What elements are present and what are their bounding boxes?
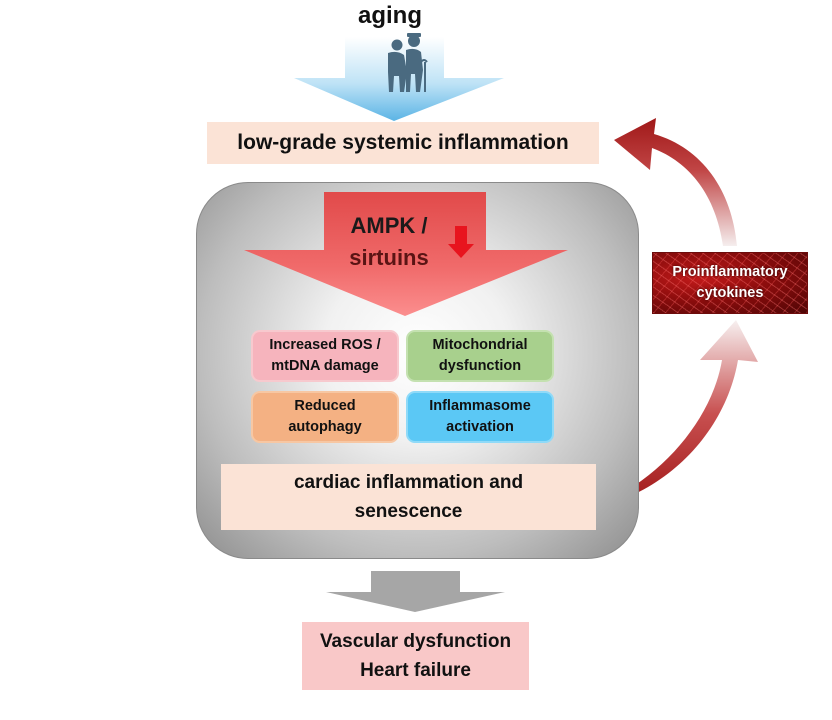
tile-ros-mtdna: Increased ROS / mtDNA damage — [251, 330, 399, 382]
tile-auto-line1: Reduced — [294, 398, 356, 414]
tile-inflammasome: Inflammasome activation — [406, 391, 554, 443]
outcome-box: Vascular dysfunction Heart failure — [302, 622, 529, 690]
cardiac-inflammation-box: cardiac inflammation and senescence — [221, 464, 596, 530]
tile-infl-line2: activation — [446, 419, 514, 435]
tile-ros-line1: Increased ROS / — [269, 337, 381, 353]
ampk-line2: sirtuins — [349, 245, 429, 270]
cardiac-line1: cardiac inflammation and — [293, 472, 524, 493]
tile-mito-line1: Mitochondrial — [432, 337, 528, 353]
tile-autophagy: Reduced autophagy — [251, 391, 399, 443]
ampk-sirtuins-label: AMPK / sirtuins — [325, 210, 453, 274]
systemic-inflammation-label: low-grade systemic inflammation — [237, 131, 569, 154]
cytokines-line1: Proinflammatory — [672, 264, 788, 280]
tile-auto-line2: autophagy — [288, 419, 362, 435]
outcome-line2: Heart failure — [360, 660, 471, 681]
outcome-line1: Vascular dysfunction — [319, 631, 512, 652]
cytokines-line2: cytokines — [696, 285, 764, 301]
feedback-arrow-top — [614, 118, 737, 246]
tile-ros-line2: mtDNA damage — [271, 358, 379, 374]
tile-mito-line2: dysfunction — [438, 358, 522, 374]
tile-mitochondrial: Mitochondrial dysfunction — [406, 330, 554, 382]
feedback-arrow-up — [598, 320, 758, 507]
tile-infl-line1: Inflammasome — [429, 398, 531, 414]
outcome-arrow — [326, 571, 505, 612]
cardiac-line2: senescence — [354, 501, 463, 522]
aging-arrow — [294, 37, 504, 121]
ampk-line1: AMPK / — [350, 213, 428, 238]
aging-label: aging — [358, 2, 422, 29]
cytokines-box: Proinflammatory cytokines — [652, 252, 808, 314]
systemic-inflammation-box: low-grade systemic inflammation — [207, 122, 599, 164]
elderly-couple-icon — [388, 33, 428, 92]
